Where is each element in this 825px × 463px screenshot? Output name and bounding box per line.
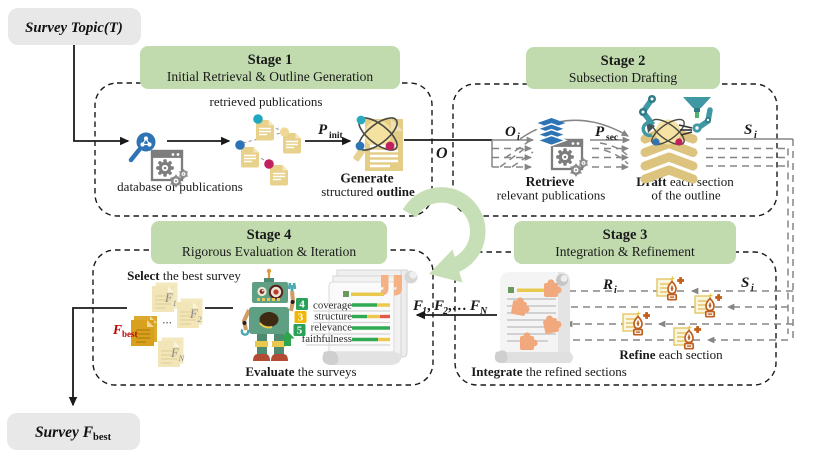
svg-text:Stage 2: Stage 2 (601, 53, 646, 69)
svg-text:,: , (427, 298, 431, 314)
svg-text:F: F (469, 298, 480, 314)
svg-text:Retrieve: Retrieve (526, 174, 575, 189)
svg-text:Stage 3: Stage 3 (603, 227, 648, 243)
svg-text:init: init (329, 131, 344, 141)
svg-text:of the outline: of the outline (651, 188, 721, 203)
svg-text:Rigorous Evaluation & Iteratio: Rigorous Evaluation & Iteration (182, 244, 357, 259)
svg-text:Initial Retrieval & Outline Ge: Initial Retrieval & Outline Generation (167, 69, 373, 84)
svg-text:,…: ,… (448, 298, 467, 314)
svg-text:relevance: relevance (311, 322, 353, 334)
svg-text:structured outline: structured outline (321, 184, 415, 199)
svg-text:5: 5 (297, 325, 303, 337)
svg-text:structure: structure (314, 311, 352, 323)
svg-text:Refine each section: Refine each section (619, 347, 723, 362)
svg-text:Stage 4: Stage 4 (247, 227, 292, 243)
svg-text:i: i (751, 283, 754, 294)
svg-text:Survey F: Survey F (35, 424, 94, 441)
svg-text:4: 4 (299, 299, 305, 311)
svg-text:F: F (189, 307, 198, 321)
svg-text:2: 2 (198, 314, 203, 324)
svg-text:database of publications: database of publications (117, 179, 243, 194)
svg-text:S: S (741, 275, 749, 291)
svg-text:F: F (164, 291, 173, 305)
svg-text:R: R (602, 277, 613, 293)
svg-text:N: N (479, 306, 488, 317)
svg-text:relevant publications: relevant publications (497, 188, 606, 203)
svg-text:faithfulness: faithfulness (302, 333, 352, 345)
svg-text:coverage: coverage (313, 300, 352, 312)
svg-text:Generate: Generate (340, 171, 393, 186)
svg-text:1: 1 (173, 298, 177, 308)
svg-text:best: best (122, 329, 138, 339)
svg-text:retrieved publications: retrieved publications (210, 94, 323, 109)
svg-text:F: F (112, 322, 122, 337)
svg-text:Evaluate the surveys: Evaluate the surveys (245, 364, 356, 379)
svg-text:Survey Topic(T): Survey Topic(T) (25, 20, 123, 36)
svg-text:O: O (436, 145, 448, 162)
svg-text:F: F (433, 298, 444, 314)
svg-text:Integrate the refined sections: Integrate the refined sections (471, 364, 627, 379)
svg-text:i: i (517, 132, 520, 143)
svg-text:O: O (505, 124, 516, 140)
svg-text:Select the best survey: Select the best survey (127, 268, 241, 283)
svg-text:3: 3 (298, 312, 304, 324)
svg-text:N: N (178, 353, 186, 363)
svg-text:S: S (744, 122, 752, 138)
svg-text:Subsection Drafting: Subsection Drafting (569, 70, 678, 85)
svg-text:F: F (412, 298, 423, 314)
svg-text:i: i (754, 130, 757, 141)
svg-text:Stage 1: Stage 1 (248, 52, 293, 68)
svg-text:Integration & Refinement: Integration & Refinement (555, 244, 695, 259)
svg-text:sec: sec (606, 133, 618, 143)
svg-text:P: P (318, 122, 328, 138)
svg-text:2: 2 (442, 306, 448, 317)
svg-text:···: ··· (162, 315, 172, 330)
svg-text:i: i (614, 285, 617, 296)
svg-text:best: best (93, 432, 112, 443)
svg-text:F: F (170, 346, 179, 360)
svg-text:P: P (595, 124, 605, 140)
svg-text:1: 1 (422, 306, 427, 317)
